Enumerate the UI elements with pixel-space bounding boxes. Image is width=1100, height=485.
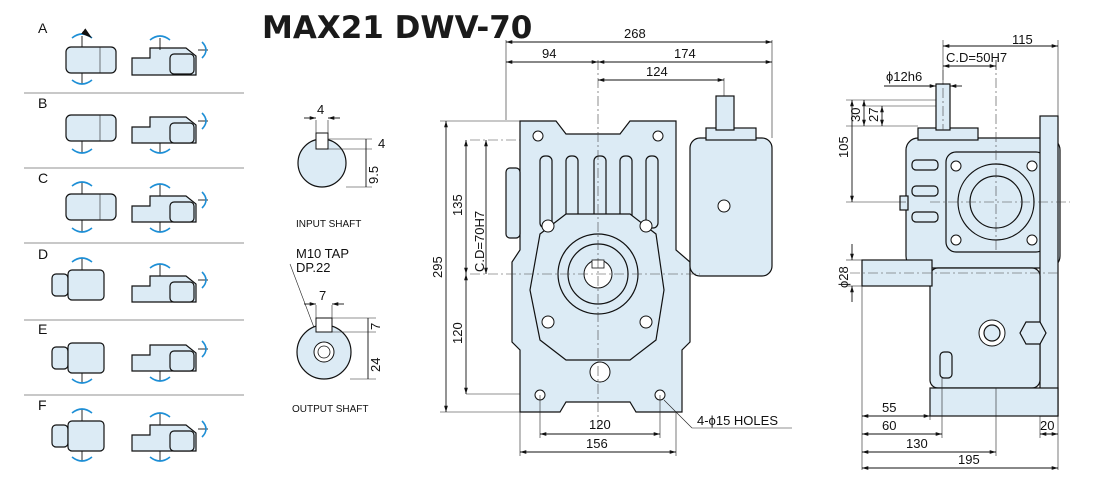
- rotation-option-a: A: [38, 20, 208, 85]
- rotation-options-panel: [24, 92, 244, 396]
- front-view: 268 94 174 124 295 135 120 C.D=70H7 120 …: [430, 26, 792, 456]
- output-keyway-width: 7: [319, 288, 326, 303]
- page-title: MAX21 DWV-70: [262, 10, 532, 46]
- gear-side-view: [131, 35, 208, 76]
- rotation-letter: D: [38, 246, 48, 262]
- motor-end-view: [51, 257, 105, 301]
- gear-side-view: [131, 412, 208, 462]
- motor-end-view: [51, 342, 105, 384]
- motor-end-view: [65, 181, 117, 233]
- front-holes-label: 4-ϕ15 HOLES: [697, 413, 778, 428]
- front-dim-295: 295: [430, 256, 445, 278]
- gear-side-view: [131, 340, 208, 382]
- side-dim-195: 195: [958, 452, 980, 467]
- rotation-letter: B: [38, 95, 47, 111]
- input-shaft-label: INPUT SHAFT: [296, 219, 361, 230]
- output-keyway-depth: 7: [368, 323, 383, 330]
- side-dim-27: 27: [866, 108, 881, 122]
- rotation-letter: C: [38, 170, 48, 186]
- rotation-option-f: F: [38, 397, 208, 462]
- output-shaft-label: OUTPUT SHAFT: [292, 404, 368, 415]
- side-shaft-dia: ϕ12h6: [886, 69, 922, 84]
- side-dim-28: ϕ28: [836, 266, 851, 288]
- front-dim-156: 156: [586, 436, 608, 451]
- side-dim-130: 130: [906, 436, 928, 451]
- input-keyway-width: 4: [317, 102, 324, 117]
- motor-end-view: [65, 28, 117, 85]
- motor-end-view: [65, 114, 117, 154]
- rotation-option-e: E: [38, 321, 208, 384]
- input-height: 9.5: [366, 166, 381, 184]
- gear-side-view: [131, 183, 208, 233]
- side-dim-60: 60: [882, 418, 896, 433]
- rotation-option-c: C: [38, 170, 208, 233]
- side-center-distance: C.D=50H7: [946, 50, 1007, 65]
- rotation-letter: F: [38, 397, 47, 413]
- side-view: 115 C.D=50H7 ϕ12h6 30 27 105 ϕ28 55 60: [836, 32, 1070, 470]
- side-dim-115: 115: [1012, 32, 1033, 47]
- rotation-option-b: B: [38, 95, 208, 154]
- rotation-letter: A: [38, 20, 48, 36]
- front-dim-174: 174: [674, 46, 696, 61]
- input-shaft-section: 4 4 9.5 INPUT SHAFT: [296, 102, 385, 230]
- front-dim-268: 268: [624, 26, 646, 41]
- side-dim-30: 30: [848, 108, 863, 122]
- output-height: 24: [368, 358, 383, 372]
- output-shaft-section: M10 TAP DP.22 7 7 24 OUTPUT SHAFT: [289, 246, 383, 415]
- front-dim-94: 94: [542, 46, 556, 61]
- front-dim-135: 135: [450, 194, 465, 216]
- gear-side-view: [131, 263, 208, 303]
- rotation-option-d: D: [38, 246, 208, 303]
- front-dim-124: 124: [646, 64, 668, 79]
- motor-end-view: [51, 408, 105, 462]
- side-dim-20: 20: [1040, 418, 1054, 433]
- tap-label-line2: DP.22: [296, 260, 330, 275]
- front-center-distance: C.D=70H7: [472, 211, 487, 272]
- tap-label-line1: M10 TAP: [296, 246, 349, 261]
- side-dim-105: 105: [836, 136, 851, 158]
- side-dim-55: 55: [882, 400, 896, 415]
- front-dim-120-left: 120: [450, 322, 465, 344]
- front-dim-120-bottom: 120: [589, 417, 611, 432]
- input-keyway-depth: 4: [378, 136, 385, 151]
- gear-side-view: [131, 112, 208, 154]
- rotation-letter: E: [38, 321, 47, 337]
